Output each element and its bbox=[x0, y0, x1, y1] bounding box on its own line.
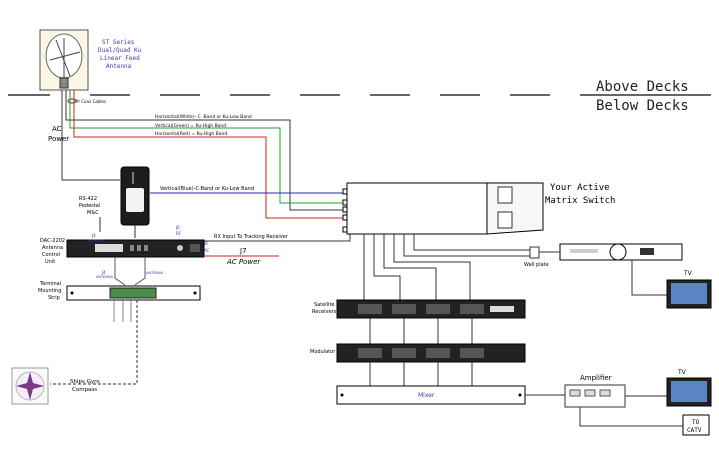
antenna-tag-left: ANTENNA bbox=[96, 275, 114, 279]
cable-vertical-blue: Vertical(Blue)-C-Band or Ku-Low Band bbox=[160, 186, 254, 192]
dac-2202-unit bbox=[66, 239, 205, 258]
amplifier-label: Amplifier bbox=[580, 374, 612, 382]
gyro-label: Ships Gyro Compass bbox=[70, 379, 100, 393]
j7-ac-power: AC Power bbox=[226, 258, 261, 266]
modulator-label: Modulator bbox=[310, 349, 336, 355]
antenna bbox=[39, 29, 89, 91]
wall-plate-label: Wall plate bbox=[524, 262, 549, 268]
above-decks-label: Above Decks bbox=[596, 79, 689, 95]
satellite-receivers-label: Satellite Receivers bbox=[312, 302, 337, 315]
coax-label: Pr Coax Cables bbox=[76, 99, 106, 104]
coax-cables bbox=[61, 90, 350, 219]
rx-tag: RF bbox=[176, 231, 182, 236]
switch-output-cables bbox=[363, 234, 530, 300]
catv-box: TO CATV bbox=[682, 414, 710, 436]
terminal-mounting-strip bbox=[66, 285, 201, 301]
svg-text:DAC-2202: DAC-2202 bbox=[40, 238, 65, 244]
ribbon-cables bbox=[114, 257, 146, 286]
matrix-switch-label: Your Active Matrix Switch bbox=[545, 183, 615, 206]
svg-text:Control: Control bbox=[42, 252, 60, 258]
modulator-to-mixer-cables bbox=[369, 362, 473, 386]
svg-text:Linear Feed: Linear Feed bbox=[100, 55, 140, 62]
svg-text:Power: Power bbox=[48, 135, 69, 143]
svg-text:Pedestal: Pedestal bbox=[79, 203, 100, 209]
set-top-box bbox=[559, 243, 683, 261]
tv-top bbox=[666, 279, 712, 309]
svg-text:Ships Gyro: Ships Gyro bbox=[70, 379, 100, 385]
cable-horizontal-red: Horizontal(Red) = Ku-High Band bbox=[155, 131, 227, 137]
gyro-compass-icon bbox=[11, 367, 49, 405]
j7-label: J7 bbox=[239, 247, 247, 255]
svg-text:Antenna: Antenna bbox=[106, 63, 132, 70]
cable-vertical-green: Vertical(Green) = Ku-High Band bbox=[155, 123, 226, 129]
svg-text:Terminal: Terminal bbox=[39, 281, 61, 287]
matrix-switch bbox=[342, 182, 544, 235]
tv-bottom bbox=[666, 377, 712, 407]
satellite-receivers-rack bbox=[336, 299, 526, 319]
j8-label: J8 bbox=[203, 241, 208, 246]
below-decks-label: Below Decks bbox=[596, 98, 689, 114]
j4-top-label: J4 bbox=[91, 233, 96, 238]
svg-text:Unit: Unit bbox=[45, 259, 55, 265]
gyro-leads bbox=[113, 300, 132, 322]
ac-tag: AC bbox=[204, 248, 210, 253]
antenna-tag-right: ANTENNA bbox=[146, 271, 164, 275]
svg-text:ST Series: ST Series bbox=[102, 39, 135, 46]
svg-text:Receivers: Receivers bbox=[312, 309, 337, 315]
ac-power-label: AC Power bbox=[48, 125, 69, 143]
cable-horizontal-white: Horizontal(White)- C -Band or Ku-Low Ban… bbox=[155, 114, 252, 120]
svg-text:Dual/Quad Ku: Dual/Quad Ku bbox=[98, 47, 142, 54]
antenna-title: ST Series Dual/Quad Ku Linear Feed Anten… bbox=[98, 39, 142, 70]
svg-text:Matrix Switch: Matrix Switch bbox=[545, 196, 615, 206]
antenna-tag-top: ANTENNA bbox=[88, 239, 106, 243]
svg-text:Compass: Compass bbox=[72, 387, 97, 393]
svg-text:Mounting: Mounting bbox=[38, 288, 61, 294]
mixer-label: Mixer bbox=[418, 392, 435, 399]
svg-text:CATV: CATV bbox=[687, 427, 702, 434]
receiver-to-modulator-cables bbox=[369, 318, 473, 344]
svg-text:RS-422: RS-422 bbox=[79, 196, 97, 202]
svg-text:AC: AC bbox=[52, 125, 62, 133]
pedestal-label: RS-422 Pedestal M&C bbox=[79, 196, 100, 216]
tv-bottom-label: TV bbox=[677, 369, 687, 376]
svg-text:M&C: M&C bbox=[87, 210, 99, 216]
gyro-cable bbox=[50, 300, 138, 385]
j6-label: J6 bbox=[175, 225, 180, 230]
wall-plate bbox=[529, 246, 540, 259]
terminal-label: Terminal Mounting Strip bbox=[38, 281, 61, 301]
svg-text:Your Active: Your Active bbox=[550, 183, 610, 193]
svg-text:Strip: Strip bbox=[48, 295, 60, 301]
tv-top-label: TV bbox=[683, 270, 693, 277]
pedestal-mc-unit bbox=[120, 166, 150, 226]
amplifier-unit bbox=[564, 384, 626, 408]
svg-text:TO: TO bbox=[692, 419, 700, 426]
rx-input-label: RX Input To Tracking Receiver bbox=[214, 234, 289, 240]
svg-text:Satellite: Satellite bbox=[314, 302, 334, 308]
j4-bottom-label: J4 bbox=[101, 270, 106, 275]
dac-label: DAC-2202 Antenna Control Unit bbox=[40, 238, 65, 265]
modulator-rack bbox=[336, 343, 526, 363]
svg-text:Antenna: Antenna bbox=[42, 245, 63, 251]
